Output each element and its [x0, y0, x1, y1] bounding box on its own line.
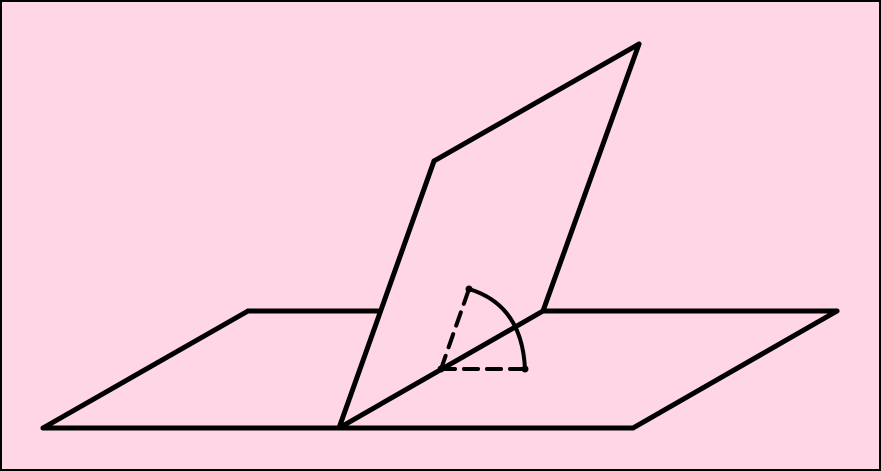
angle-arc	[467, 287, 527, 371]
angle-legs	[439, 287, 527, 371]
vertex-point	[437, 365, 445, 373]
angle-leg-dashed-inclined	[439, 287, 471, 371]
inclined-plane-right-edge	[540, 41, 642, 314]
angle-points	[437, 285, 529, 373]
horizontal-leg-endpoint	[521, 365, 529, 373]
inclined-leg-endpoint	[465, 285, 473, 293]
inclined-plane-top-edge	[431, 41, 642, 164]
inclined-plane-left-edge	[336, 158, 437, 431]
inclined-plane	[336, 41, 642, 431]
horizontal-plane-right-edge	[630, 308, 840, 431]
horizontal-plane-left-edge	[40, 308, 251, 431]
